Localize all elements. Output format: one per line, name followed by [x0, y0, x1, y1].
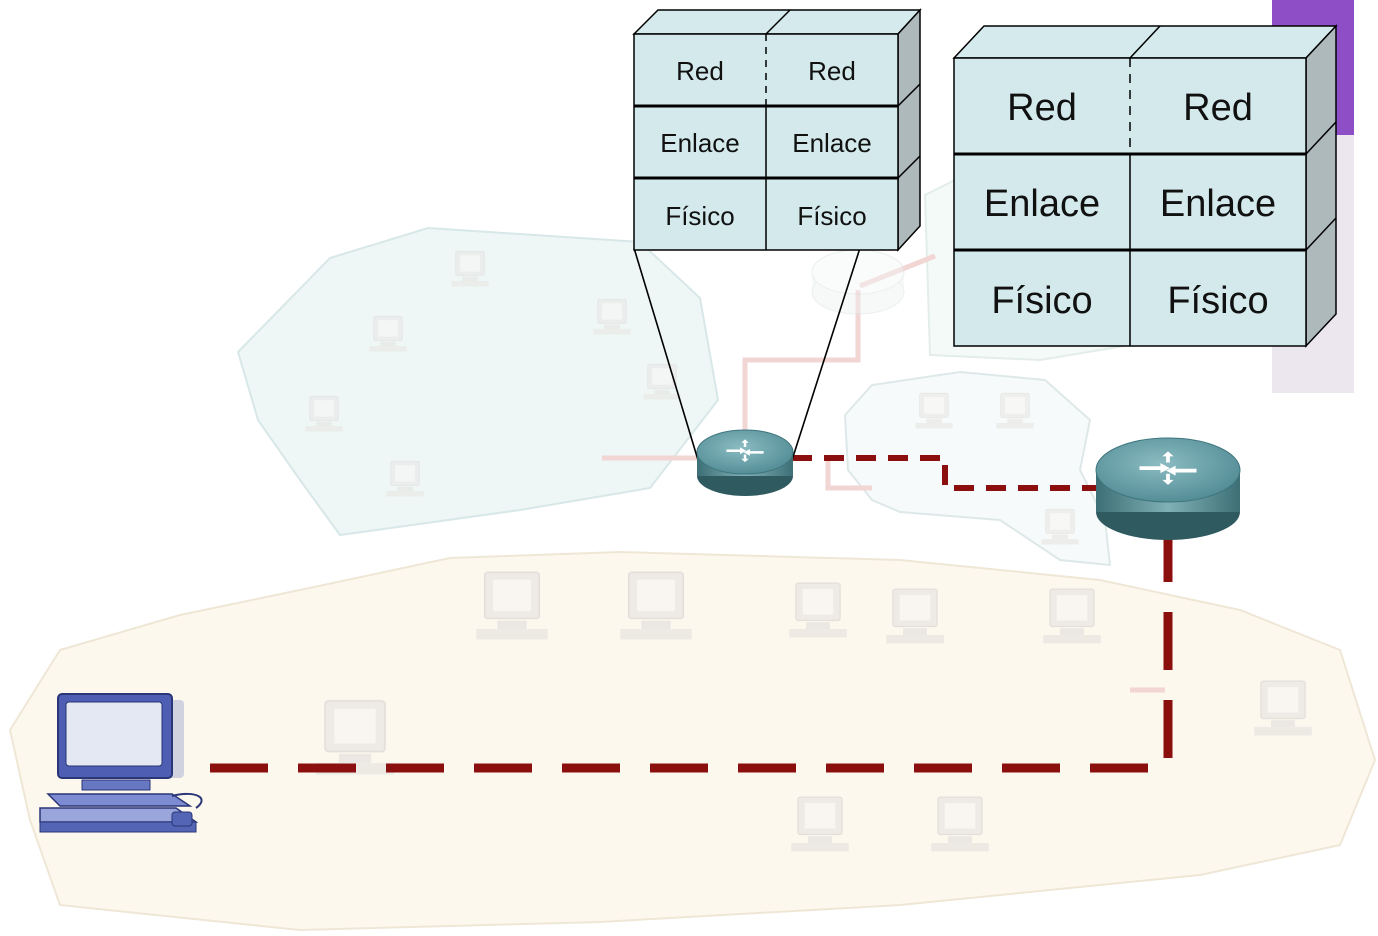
layer-enlace-right: Enlace — [792, 128, 872, 158]
dashed-path-bottom — [210, 538, 1173, 773]
network-cloud-bottom — [8, 550, 1377, 932]
layer-enlace-left: Enlace — [984, 183, 1100, 225]
computer-icon — [39, 693, 203, 833]
protocol-stack-router: Red Red Enlace Enlace Físico Físico — [632, 8, 922, 252]
layer-fisico-right: Físico — [1167, 280, 1268, 322]
layer-red-right: Red — [808, 56, 856, 86]
layer-enlace-left: Enlace — [660, 128, 740, 158]
zoom-lines — [633, 247, 861, 461]
dashed-path — [210, 455, 1173, 773]
router-icon — [811, 249, 905, 315]
layer-fisico-right: Físico — [797, 201, 866, 231]
network-cloud-middle — [843, 370, 1112, 567]
layer-red-left: Red — [1007, 87, 1077, 129]
protocol-stack-large: Red Red Enlace Enlace Físico Físico — [952, 24, 1338, 348]
layer-red-right: Red — [1183, 87, 1253, 129]
background-links — [602, 253, 1165, 693]
layer-red-left: Red — [676, 56, 724, 86]
layer-fisico-left: Físico — [991, 280, 1092, 322]
dashed-path-routers — [792, 455, 1098, 491]
router-icon — [696, 429, 794, 496]
layer-enlace-right: Enlace — [1160, 183, 1276, 225]
router-icon — [1095, 437, 1241, 540]
layer-fisico-left: Físico — [665, 201, 734, 231]
